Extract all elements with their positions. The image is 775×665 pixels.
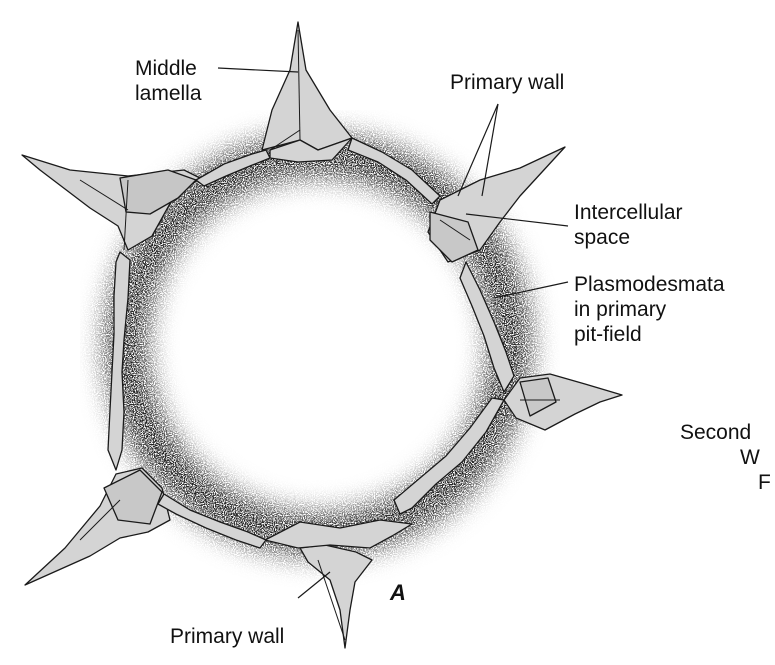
label-primary-wall-bottom: Primary wall	[170, 624, 284, 649]
label-middle-lamella: Middle lamella	[135, 56, 202, 106]
label-plasmodesmata: Plasmodesmata in primary pit-field	[574, 272, 725, 347]
wall-corner-bottom	[300, 545, 372, 648]
leader-middle-lamella	[218, 68, 298, 72]
wall-corner-top	[262, 22, 352, 150]
panel-letter: A	[390, 580, 406, 606]
label-intercellular-space: Intercellular space	[574, 200, 683, 250]
label-primary-wall-top: Primary wall	[450, 70, 564, 95]
label-secondary-wall-fragment: Second W F	[680, 420, 775, 495]
